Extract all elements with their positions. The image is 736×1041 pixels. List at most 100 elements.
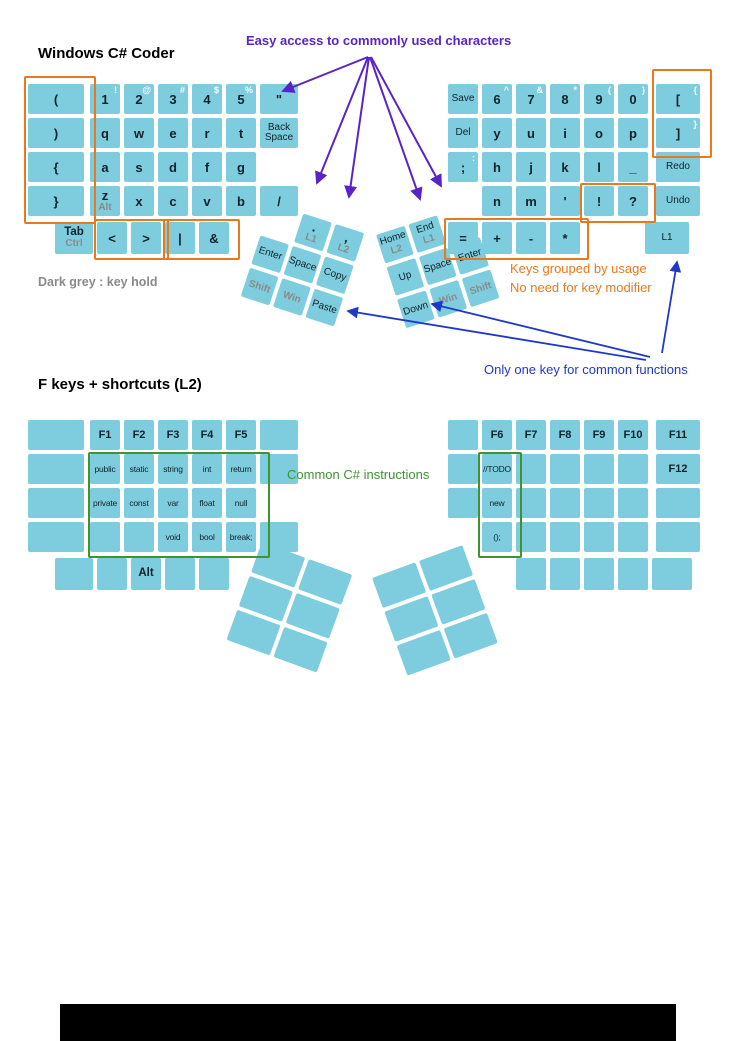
main-layout-title: Windows C# Coder	[38, 45, 175, 62]
key-9: (9	[584, 84, 614, 114]
key-tap-label: int	[202, 463, 212, 474]
key-tap-label: F5	[234, 428, 248, 441]
key-shift-label: @	[142, 85, 151, 95]
key-q: q	[90, 118, 120, 148]
key-tap-label: Undo	[666, 194, 690, 206]
key-tap-label: F3	[166, 428, 180, 441]
key-tap-label: {	[53, 159, 59, 175]
key-blank	[516, 488, 546, 518]
key-back-space: Back Space	[260, 118, 298, 148]
key-blank	[90, 522, 120, 552]
key-blank	[550, 558, 580, 590]
key-shift-label: #	[179, 85, 185, 95]
key-hold-label: Shift	[468, 279, 493, 297]
key-tap-label: q	[101, 125, 109, 141]
key-static: static	[124, 454, 154, 484]
key-blank	[618, 454, 648, 484]
key-tap-label: 6	[493, 91, 501, 107]
key-tap-label: *	[562, 230, 568, 246]
key-blank	[656, 522, 700, 552]
key-hold-label: Win	[437, 290, 459, 307]
key-tap-label: Copy	[322, 265, 348, 284]
key-f10: F10	[618, 420, 648, 450]
key-blank	[584, 488, 614, 518]
key-tap-label: F4	[200, 428, 214, 441]
key-tap-label: ]	[675, 125, 681, 141]
key-tap-label: 9	[595, 91, 603, 107]
key-tap-label: Del	[455, 126, 471, 138]
key-p: p	[618, 118, 648, 148]
key-tap-label: >	[142, 230, 150, 246]
key-blank	[656, 488, 700, 518]
key-symbol: {[	[656, 84, 700, 114]
key-paste: Paste	[305, 288, 344, 327]
key-l1: L1	[645, 222, 689, 254]
key-tap-label: bool	[199, 531, 215, 542]
key-tap-label: y	[493, 125, 501, 141]
key-bool: bool	[192, 522, 222, 552]
key-blank	[448, 454, 478, 484]
key-s: s	[124, 152, 154, 182]
key-tap-label: ,	[342, 229, 352, 246]
key-tap-label: 7	[527, 91, 535, 107]
key-symbol: )	[28, 118, 84, 148]
key-blank	[584, 454, 614, 484]
key-tap-label: Space	[422, 256, 453, 276]
key-tap-label: e	[169, 125, 177, 141]
key-string: string	[158, 454, 188, 484]
key-tap-label: break;	[229, 531, 253, 542]
key-tap-label: const	[129, 497, 149, 508]
key-f1: F1	[90, 420, 120, 450]
key-tap-label: c	[169, 193, 177, 209]
key-6: ^6	[482, 84, 512, 114]
key-tap-label: <	[108, 230, 116, 246]
key-f12: F12	[656, 454, 700, 484]
key-tap-label: 0	[629, 91, 637, 107]
key-copy: Copy	[315, 256, 354, 295]
key-int: int	[192, 454, 222, 484]
key-f11: F11	[656, 420, 700, 450]
key-tap-label: +	[493, 230, 501, 246]
key-hold-label: Win	[281, 289, 303, 306]
key-shift: Shift	[461, 269, 500, 308]
key-tap-label: 3	[169, 91, 177, 107]
key-hold-label: Shift	[247, 277, 272, 296]
key-tap-label: g	[237, 159, 245, 175]
key-f4: F4	[192, 420, 222, 450]
key-tap-label: Redo	[666, 160, 690, 172]
key-shift-label: !	[114, 85, 117, 95]
key-tap-label: ?	[629, 193, 637, 209]
key-tap-label: Save	[451, 92, 475, 104]
key-k: k	[550, 152, 580, 182]
key-tap-label: Space	[287, 254, 318, 274]
key-tap-label: d	[169, 159, 177, 175]
key-tap-label: null	[234, 497, 248, 508]
key-tap-label: ();	[493, 531, 501, 542]
key-blank	[448, 488, 478, 518]
annotation-key-hold: Dark grey : key hold	[38, 275, 158, 289]
key-shift-label: }	[693, 119, 697, 129]
key-new: new	[482, 488, 512, 518]
key-tap-label: Up	[397, 269, 413, 284]
key-tap-label: s	[135, 159, 143, 175]
key-tap-label: r	[204, 125, 210, 141]
purple-arrow	[344, 56, 370, 199]
key-symbol: -	[516, 222, 546, 254]
annotation-grouped-usage: Keys grouped by usage	[510, 261, 647, 276]
key-tap-label: F8	[558, 428, 572, 441]
key-blank	[28, 420, 84, 450]
key-hold-label: Alt	[98, 202, 112, 213]
key-var: var	[158, 488, 188, 518]
annotation-no-modifier: No need for key modifier	[510, 280, 652, 295]
key-shift-label: %	[244, 85, 253, 95]
key-tap-label: i	[563, 125, 567, 141]
key-symbol: ?	[618, 186, 648, 216]
key-tap-label: j	[529, 159, 533, 175]
key-tap-label: //TODO	[483, 463, 511, 474]
key-tap-label: .	[310, 219, 319, 235]
key-tap-label: F7	[524, 428, 538, 441]
key-tap-label: F11	[668, 428, 688, 441]
